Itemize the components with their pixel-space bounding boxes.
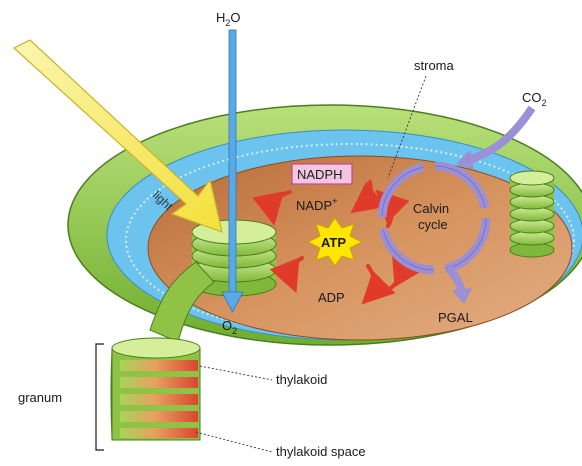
thylakoid-leader: [200, 366, 272, 380]
granum-bracket: [96, 344, 104, 450]
calvin-label-2: cycle: [418, 217, 448, 232]
atp-burst: ATP: [308, 218, 362, 266]
adp-label: ADP: [318, 290, 345, 305]
nadp-label: NADP+: [296, 196, 337, 213]
thylakoid-label: thylakoid: [276, 372, 327, 387]
calvin-label-1: Calvin: [413, 201, 449, 216]
thylakoid-space-leader: [196, 432, 272, 452]
granum-label: granum: [18, 390, 62, 405]
stroma-label: stroma: [414, 58, 455, 73]
granum-cutaway: [111, 338, 200, 440]
water-label: H2O: [216, 10, 241, 28]
thylakoid-space-label: thylakoid space: [276, 444, 366, 459]
atp-label: ATP: [321, 235, 346, 250]
pgal-label: PGAL: [438, 310, 473, 325]
co2-label: CO2: [522, 90, 547, 108]
nadph-label: NADPH: [297, 167, 343, 182]
granum-right: [510, 171, 554, 257]
